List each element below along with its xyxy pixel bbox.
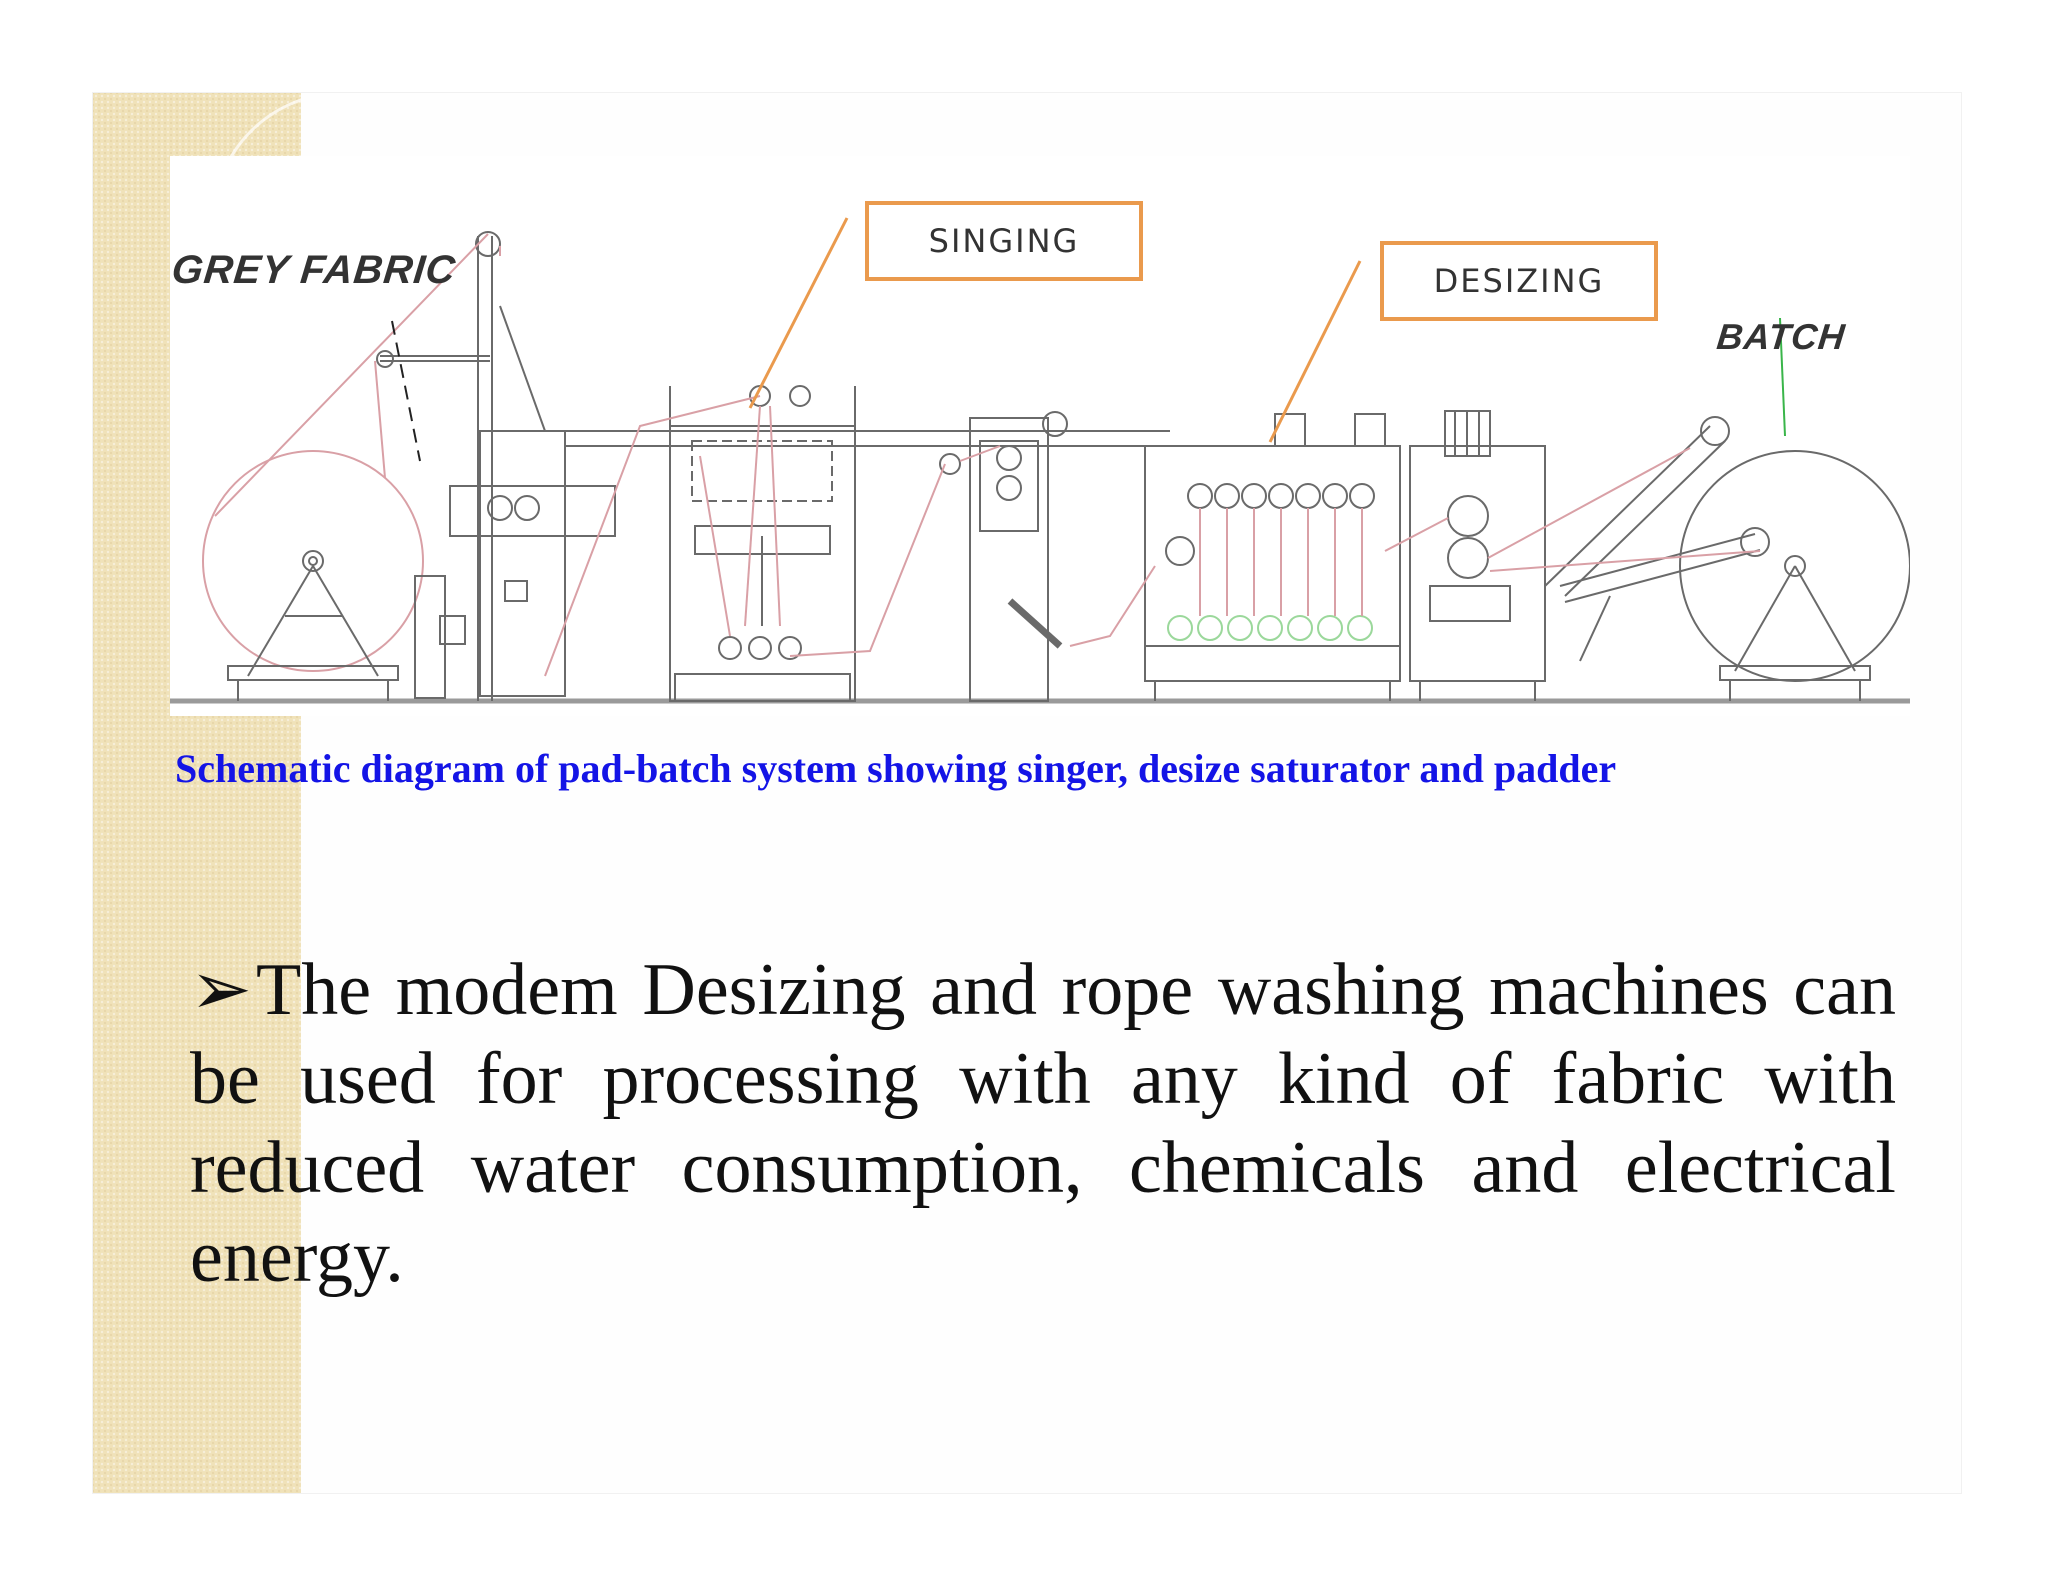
label-batch: BATCH [1714, 316, 1848, 357]
diagram-caption: Schematic diagram of pad-batch system sh… [175, 746, 1617, 791]
bullet-text: The modem Desizing and rope washing mach… [190, 949, 1896, 1298]
bullet-arrow-icon: ➢ [190, 949, 253, 1031]
singing-pointer [748, 217, 849, 409]
desizing-pointer [1268, 260, 1362, 443]
label-grey-fabric: GREY FABRIC [169, 248, 459, 292]
grey-fabric-pointer [391, 320, 421, 462]
label-singing: SINGING [865, 201, 1143, 281]
label-desizing: DESIZING [1380, 241, 1658, 321]
batch-pointer [1779, 317, 1786, 437]
process-diagram: GREY FABRIC SINGING DESIZING BATCH [170, 156, 1910, 716]
bullet-paragraph: ➢The modem Desizing and rope washing mac… [190, 946, 1896, 1302]
machine-schematic [170, 217, 1910, 704]
